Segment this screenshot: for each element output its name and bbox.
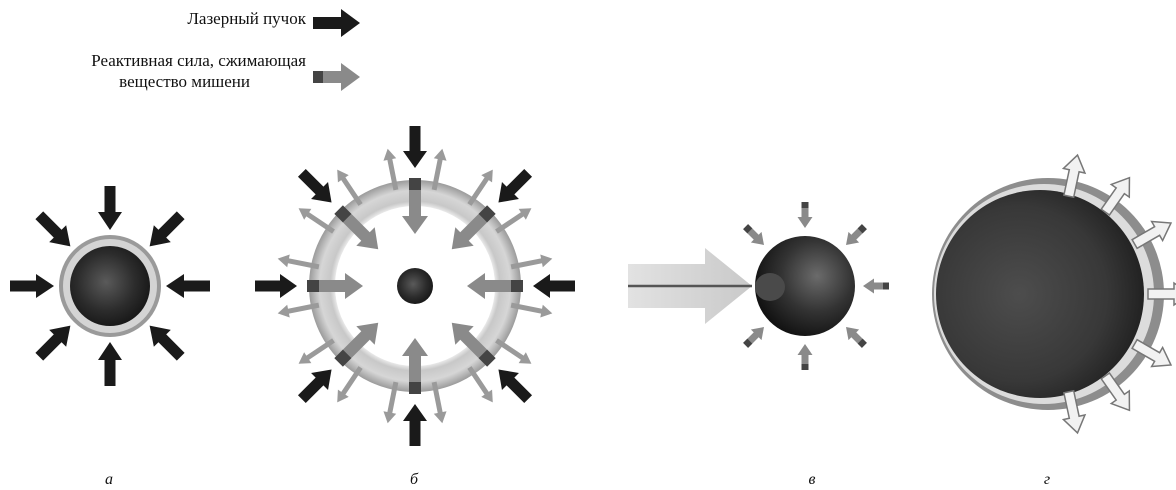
legend-laser-label: Лазерный пучок <box>187 9 306 28</box>
legend-reaction-label-line2: вещество мишени <box>119 72 250 91</box>
outflow-arrow <box>295 203 337 237</box>
laser-arrow <box>490 164 537 211</box>
panel-b-compressed-core <box>397 268 433 304</box>
outflow-arrow <box>295 335 337 369</box>
caption-g: г <box>1044 471 1050 488</box>
outflow-arrow <box>493 335 535 369</box>
panel-g-plasma-body <box>936 190 1144 398</box>
laser-arrow <box>166 274 210 298</box>
panel-b-compression <box>255 126 575 446</box>
laser-arrow <box>98 186 122 230</box>
outflow-arrow <box>332 364 366 406</box>
laser-arrow <box>403 404 427 446</box>
outflow-arrow <box>493 203 535 237</box>
laser-arrow <box>31 317 79 365</box>
legend-laser-arrow-icon <box>313 9 360 37</box>
reaction-arrow <box>798 344 813 370</box>
reaction-arrow <box>740 221 769 250</box>
reaction-arrow <box>798 202 813 228</box>
laser-arrow <box>10 274 54 298</box>
legend: Лазерный пучок Реактивная сила, сжимающа… <box>91 9 360 91</box>
panel-a-fuel-core <box>70 246 150 326</box>
laser-arrow <box>141 207 189 255</box>
laser-arrow <box>293 361 340 408</box>
caption-b: б <box>410 471 419 488</box>
laser-arrow <box>403 126 427 168</box>
outflow-arrow <box>464 166 498 208</box>
laser-arrow <box>533 274 575 298</box>
caption-v: в <box>809 471 816 488</box>
laser-arrow <box>293 164 340 211</box>
laser-arrow <box>490 361 537 408</box>
legend-reaction-label-line1: Реактивная сила, сжимающая <box>91 51 306 70</box>
laser-arrow <box>255 274 297 298</box>
legend-reaction-arrow-icon <box>313 63 360 91</box>
reaction-arrow <box>841 221 870 250</box>
reaction-arrow <box>863 279 889 294</box>
outflow-arrow <box>464 364 498 406</box>
outflow-arrow <box>332 166 366 208</box>
caption-a: а <box>105 471 113 488</box>
panel-a-initial-target <box>10 186 210 386</box>
laser-arrow <box>98 342 122 386</box>
reaction-arrow <box>841 322 870 351</box>
reaction-arrow <box>740 322 769 351</box>
panel-v-hot-spot <box>755 273 785 301</box>
laser-arrow <box>31 207 79 255</box>
laser-arrow <box>141 317 189 365</box>
panel-g-burning-expansion <box>932 153 1176 435</box>
panel-v-fast-ignition <box>628 202 889 370</box>
